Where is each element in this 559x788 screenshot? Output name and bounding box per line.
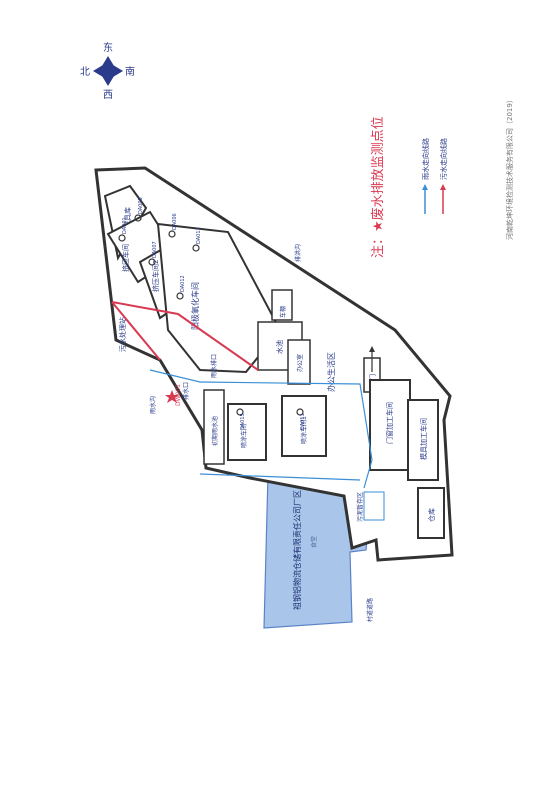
door-window-workshop-label: 门窗加工车间	[385, 402, 394, 444]
exhaust-code: DA012	[180, 275, 186, 292]
exhaust-code: DA001	[122, 217, 128, 234]
spray-workshop-label: 喷涂车间	[240, 424, 248, 448]
company-caption: 河南乾坤环境检测技术服务有限公司（2019）	[505, 96, 514, 240]
office-area-label: 办公生活区	[326, 352, 336, 392]
monitoring-point-star-icon	[165, 390, 179, 403]
initial-rain-pool-label: 初期雨水池	[211, 416, 219, 446]
sludge-pile-area	[363, 491, 385, 521]
legend-rain-label: 雨水走向线路	[421, 138, 430, 180]
legend-sewage-arrow-icon	[440, 184, 446, 190]
extrusion-workshop-2-label: 挤压车间2	[151, 260, 160, 292]
neighbor-company-label: 祖钢铝物流仓储有限责任公司厂区	[292, 490, 302, 610]
exhaust-code: DA006	[172, 213, 178, 230]
oxidation-workshop-label: 阳极氧化车间	[190, 282, 200, 330]
exhaust-code: DA011	[300, 413, 306, 430]
initial-rain-pool-building	[203, 389, 225, 465]
neighbor-sub-label: 食堂	[310, 536, 318, 548]
curing-workshop-label: 喷涂车间1	[300, 416, 308, 444]
sludge-pile-label: 污泥暂存区	[356, 492, 364, 522]
exhaust-point	[296, 408, 304, 416]
car-park-building	[271, 289, 293, 321]
exhaust-point	[192, 244, 200, 252]
exhaust-point	[236, 408, 244, 416]
car-park-label: 车棚	[279, 306, 287, 318]
legend-rain-arrow-icon	[422, 184, 428, 190]
compass-west-label: 西	[103, 90, 113, 101]
rain-route-line	[199, 381, 373, 489]
warehouse-building	[417, 487, 445, 539]
spray-workshop-building	[227, 403, 267, 461]
extrusion-workshop-label: 挤压车间	[121, 244, 130, 272]
road-label: 村道道路	[366, 598, 374, 622]
sewage-route-line-2	[111, 301, 161, 361]
curing-workshop-building	[281, 395, 327, 457]
monitoring-point-label: 排水口	[182, 382, 190, 400]
exhaust-point-markers	[118, 214, 304, 416]
compass-east-label: 东	[103, 41, 113, 54]
rain-route-line-2	[199, 473, 361, 481]
rain-route-line-3	[149, 369, 201, 383]
exhaust-point	[176, 292, 184, 300]
office-building	[287, 339, 311, 385]
mold-workshop-building	[407, 399, 439, 481]
warehouse-label: 仓库	[427, 508, 436, 522]
exhaust-point	[148, 258, 156, 266]
compass-south-label: 南	[125, 65, 135, 78]
monitoring-point-code: DW001	[175, 384, 182, 406]
mold-room-label: 模具库	[123, 207, 132, 228]
office-label: 办公室	[296, 354, 304, 372]
pool-label: 水池	[275, 340, 284, 354]
compass-arrows-icon	[93, 56, 123, 86]
legend-title: 注：★废水排放监测点位	[370, 116, 386, 258]
compass-north-label: 北	[80, 66, 90, 78]
mold-workshop-label: 模具加工车间	[419, 418, 428, 460]
exhaust-code: DA015	[240, 413, 246, 430]
exhaust-code: DA013	[196, 227, 202, 244]
wastewater-station-label: 污水处理站	[118, 317, 127, 352]
exhaust-code: DA008	[138, 197, 144, 214]
exhaust-point	[134, 214, 142, 222]
exhaust-point	[118, 234, 126, 242]
legend-sewage-label: 污水走向线路	[439, 138, 448, 180]
ditch-label: 排洪沟	[294, 244, 302, 262]
oxidation-workshop-building	[156, 222, 282, 374]
rain-ditch-label: 雨水沟	[149, 396, 157, 414]
exhaust-code: DA007	[152, 241, 158, 258]
rain-outlet-label: 雨水排口	[210, 354, 218, 378]
door-window-workshop-building	[369, 379, 411, 471]
gate-arrow-icon	[369, 346, 375, 352]
sewage-route-line	[111, 301, 259, 371]
exhaust-point	[168, 230, 176, 238]
